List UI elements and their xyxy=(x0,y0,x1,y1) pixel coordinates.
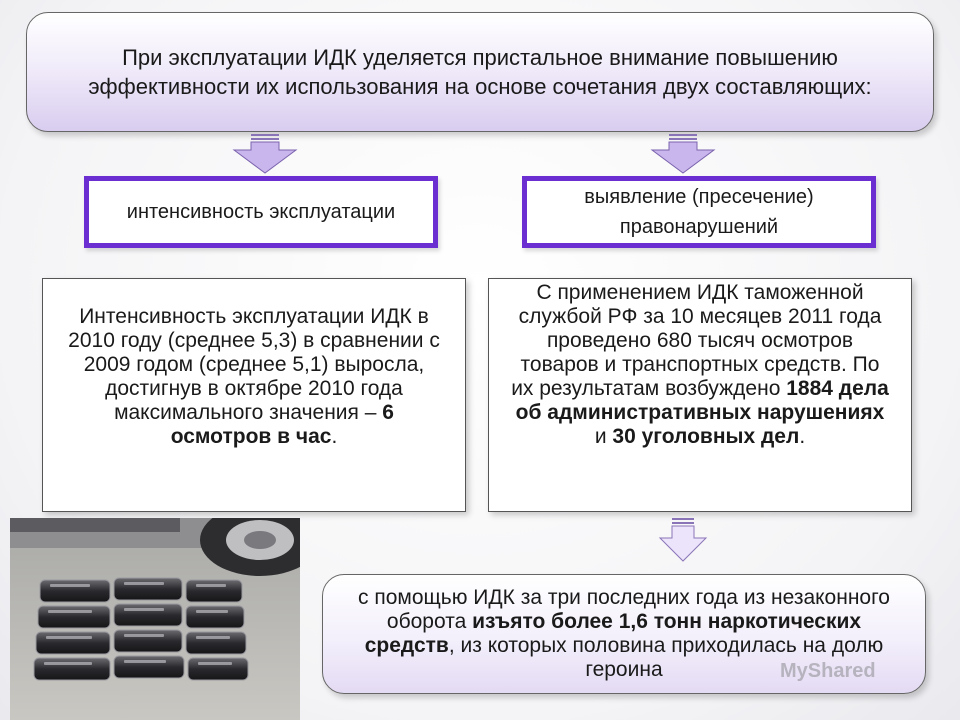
down-arrow-bottom-icon xyxy=(658,518,708,562)
down-arrow-left-icon xyxy=(232,134,298,174)
intensity-text-2: . xyxy=(331,425,338,448)
intensity-info-box: Интенсивность эксплуатации ИДК в 2010 го… xyxy=(42,278,466,512)
violations-text-1: С применением ИДК таможенной службой РФ … xyxy=(511,281,882,400)
category-violations: выявление (пресечение) правонарушений xyxy=(522,176,876,248)
violations-criminal-highlight: 30 уголовных дел xyxy=(612,425,800,448)
category-intensity-label: интенсивность эксплуатации xyxy=(126,201,396,223)
violations-text-2: и xyxy=(594,425,613,448)
violations-info-box: С применением ИДК таможенной службой РФ … xyxy=(488,278,912,512)
intensity-text-1: Интенсивность эксплуатации ИДК в 2010 го… xyxy=(68,305,440,424)
down-arrow-right-icon xyxy=(650,134,716,174)
seized-drugs-photo xyxy=(10,518,300,720)
intro-text: При эксплуатации ИДК уделяется пристальн… xyxy=(88,45,872,99)
category-violations-label: выявление (пресечение) правонарушений xyxy=(584,186,814,238)
seizure-summary-box: с помощью ИДК за три последних года из н… xyxy=(322,574,926,694)
seizure-highlight: изъято более 1,6 тонн наркотических сред… xyxy=(364,610,862,657)
watermark-logo: MyShared xyxy=(780,660,876,682)
intro-box: При эксплуатации ИДК уделяется пристальн… xyxy=(26,12,934,132)
category-intensity: интенсивность эксплуатации xyxy=(84,176,438,248)
seizure-text-1: с помощью ИДК за три последних года из н… xyxy=(358,586,890,633)
violations-text-3: . xyxy=(799,425,806,448)
intensity-highlight: 6 осмотров в час xyxy=(170,401,394,448)
violations-admin-highlight: 1884 дела об административных нарушениях xyxy=(515,377,889,424)
seizure-text-2: , из которых половина приходилась на дол… xyxy=(448,634,884,681)
